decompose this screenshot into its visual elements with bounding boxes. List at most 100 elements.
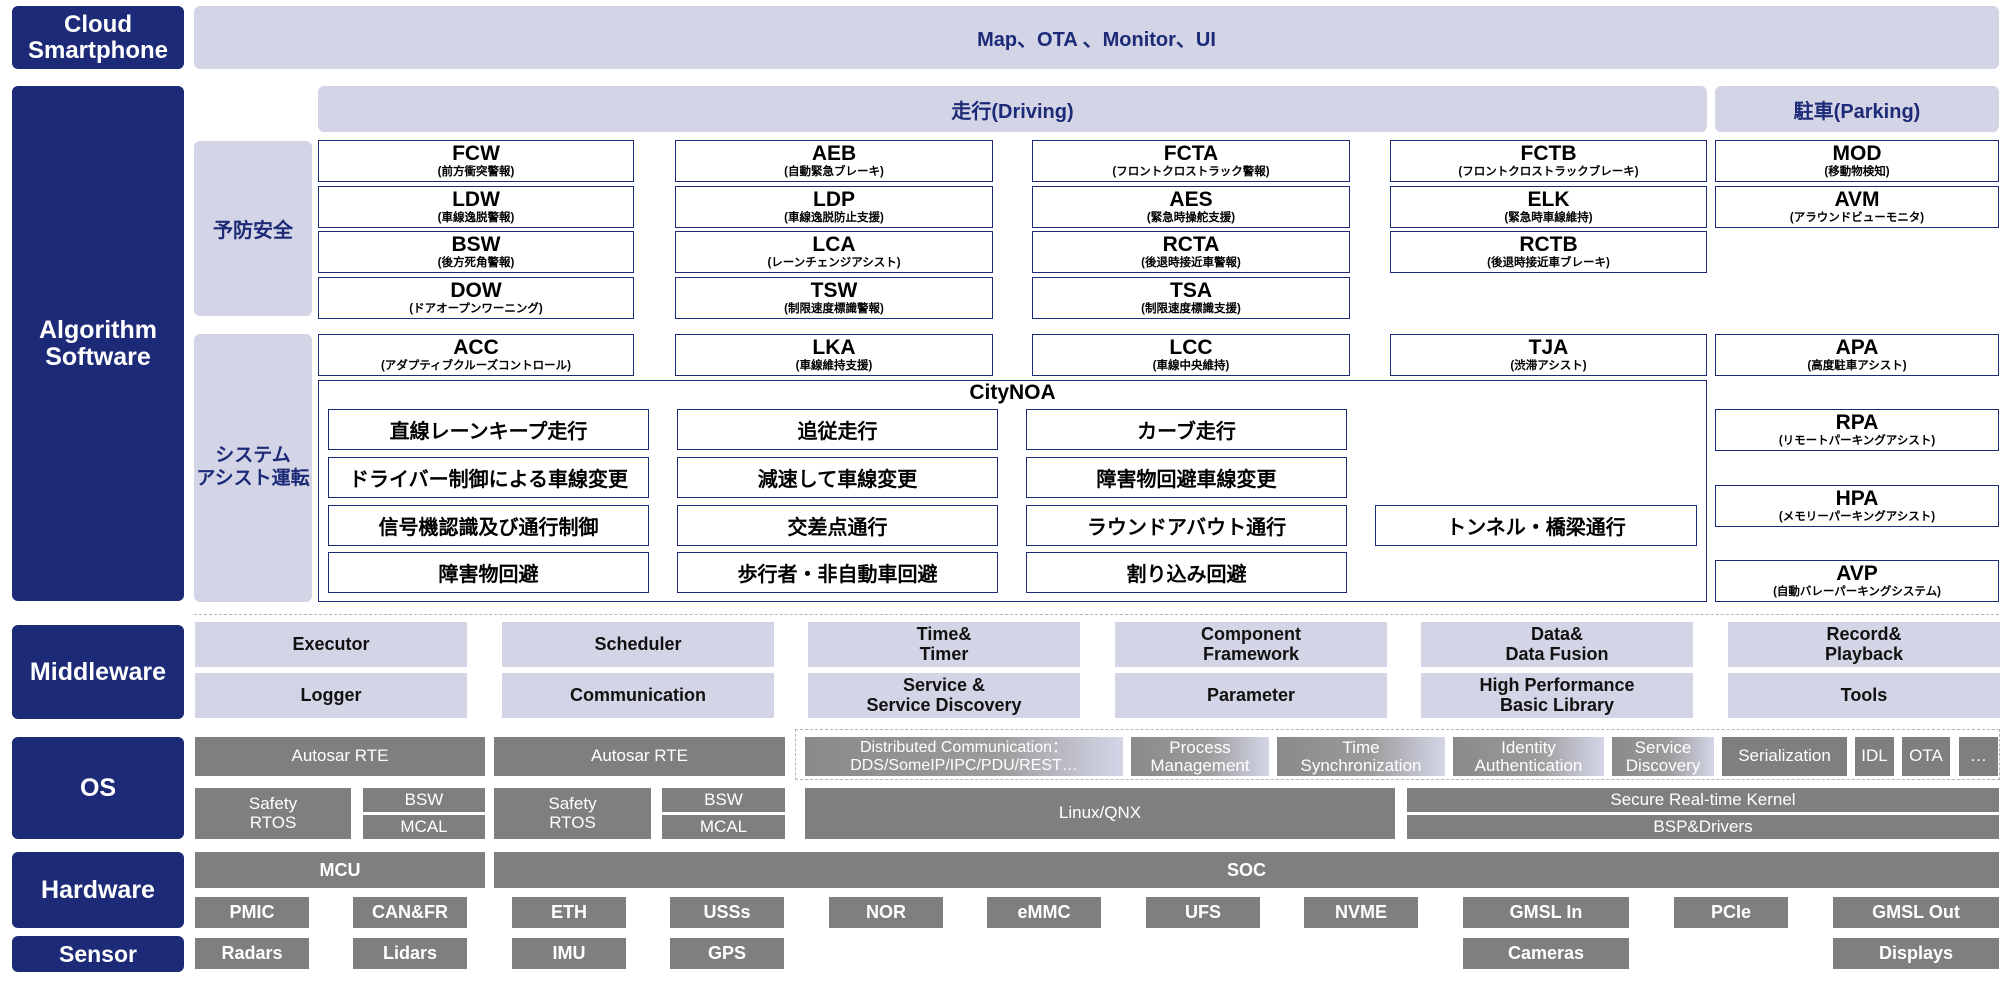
os-services-dashed-frame [795, 729, 2000, 780]
citynoa-item: ラウンドアバウト通行 [1026, 505, 1347, 546]
category-preventive-safety: 予防安全 [194, 141, 312, 316]
safety-feature-aeb: AEB(自動緊急ブレーキ) [675, 140, 993, 182]
os-linux-qnx: Linux/QNX [805, 788, 1395, 839]
safety-feature-fctb: FCTB(フロントクロストラックブレーキ) [1390, 140, 1707, 182]
hardware-chip: USSs [670, 897, 784, 928]
feature-code: APA [1835, 336, 1879, 360]
safety-feature-lca: LCA(レーンチェンジアシスト) [675, 231, 993, 273]
hardware-chip: UFS [1146, 897, 1260, 928]
os-service: Time Synchronization [1277, 737, 1445, 776]
cloud-services-band: Map、OTA 、Monitor、UI [194, 6, 1999, 69]
safety-feature-rctb: RCTB(後退時接近車ブレーキ) [1390, 231, 1707, 273]
feature-description: (フロントクロストラック警報) [1112, 166, 1270, 179]
driving-header: 走行(Driving) [318, 86, 1707, 132]
safety-feature-tsw: TSW(制限速度標識警報) [675, 277, 993, 319]
middleware-module: Scheduler [502, 622, 774, 667]
category-system-assist: システム アシスト運転 [194, 334, 312, 602]
middleware-module: Service & Service Discovery [808, 673, 1080, 718]
os-service: Serialization [1722, 737, 1847, 776]
citynoa-item: トンネル・橋梁通行 [1375, 505, 1697, 546]
feature-code: AVP [1836, 562, 1878, 586]
safety-feature-dow: DOW(ドアオープンワーニング) [318, 277, 634, 319]
citynoa-item: 減速して車線変更 [677, 457, 998, 498]
feature-description: (ドアオープンワーニング) [409, 303, 543, 316]
feature-description: (前方衝突警報) [437, 166, 515, 179]
hardware-chip: GMSL In [1463, 897, 1629, 928]
safety-feature-aes: AES(緊急時操舵支援) [1032, 186, 1350, 228]
os-autosar-rte: Autosar RTE [494, 737, 785, 776]
citynoa-item: 割り込み回避 [1026, 552, 1347, 593]
feature-description: (アラウンドビューモニタ) [1789, 212, 1925, 225]
layer-os: OS [12, 737, 184, 839]
feature-description: (制限速度標識支援) [1141, 303, 1241, 316]
citynoa-item: 交差点通行 [677, 505, 998, 546]
hardware-chip: eMMC [987, 897, 1101, 928]
feature-description: (移動物検知) [1824, 166, 1890, 179]
os-service: Process Management [1131, 737, 1269, 776]
feature-code: LDW [452, 188, 500, 212]
assist-feature-apa: APA(高度駐車アシスト) [1715, 334, 1999, 376]
feature-description: (車線逸脱警報) [437, 212, 515, 225]
feature-description: (後退時接近車ブレーキ) [1487, 257, 1610, 270]
feature-description: (渋滞アシスト) [1510, 360, 1587, 373]
citynoa-item: ドライバー制御による車線変更 [328, 457, 649, 498]
feature-description: (緊急時車線維持) [1504, 212, 1593, 225]
feature-code: LKA [812, 336, 856, 360]
sensor-item: GPS [670, 938, 784, 969]
parking-feature-hpa: HPA(メモリーパーキングアシスト) [1715, 485, 1999, 527]
hardware-mcu: MCU [195, 852, 485, 888]
sensor-item: Lidars [353, 938, 467, 969]
citynoa-item: カーブ走行 [1026, 409, 1347, 450]
os-mcal: MCAL [363, 815, 485, 839]
feature-description: (後方死角警報) [437, 257, 515, 270]
middleware-module: Time& Timer [808, 622, 1080, 667]
feature-description: (フロントクロストラックブレーキ) [1458, 166, 1639, 179]
os-mcal: MCAL [662, 815, 785, 839]
citynoa-item: 信号機認識及び通行制御 [328, 505, 649, 546]
feature-description: (アダプティブクルーズコントロール) [380, 360, 572, 373]
safety-feature-ldw: LDW(車線逸脱警報) [318, 186, 634, 228]
os-safety-rtos: Safety RTOS [195, 788, 351, 839]
feature-description: (リモートパーキングアシスト) [1778, 435, 1936, 448]
feature-code: RCTA [1162, 233, 1220, 257]
divider-algorithm-middleware [194, 614, 1999, 615]
middleware-module: Data& Data Fusion [1421, 622, 1693, 667]
layer-algorithm-software: Algorithm Software [12, 86, 184, 601]
sensor-item: IMU [512, 938, 626, 969]
feature-description: (後退時接近車警報) [1141, 257, 1241, 270]
feature-code: BSW [451, 233, 501, 257]
feature-code: AES [1169, 188, 1213, 212]
hardware-chip: NOR [829, 897, 943, 928]
middleware-module: High Performance Basic Library [1421, 673, 1693, 718]
feature-code: FCW [452, 142, 500, 166]
os-service: Identity Authentication [1453, 737, 1604, 776]
citynoa-item: 歩行者・非自動車回避 [677, 552, 998, 593]
hardware-chip: PCIe [1674, 897, 1788, 928]
os-safety-rtos: Safety RTOS [494, 788, 651, 839]
middleware-module: Record& Playback [1728, 622, 2000, 667]
feature-code: RPA [1835, 411, 1879, 435]
feature-description: (車線中央維持) [1152, 360, 1230, 373]
safety-feature-fcw: FCW(前方衝突警報) [318, 140, 634, 182]
citynoa-title: CityNOA [969, 381, 1056, 404]
layer-sensor: Sensor [12, 936, 184, 972]
middleware-module: Executor [195, 622, 467, 667]
citynoa-item: 障害物回避 [328, 552, 649, 593]
feature-code: DOW [450, 279, 502, 303]
parking-feature-avp: AVP(自動バレーパーキングシステム) [1715, 560, 1999, 602]
hardware-chip: ETH [512, 897, 626, 928]
hardware-chip: NVME [1304, 897, 1418, 928]
middleware-module: Logger [195, 673, 467, 718]
feature-code: FCTB [1520, 142, 1577, 166]
feature-description: (レーンチェンジアシスト) [767, 257, 901, 270]
feature-code: FCTA [1163, 142, 1219, 166]
feature-code: ACC [453, 336, 499, 360]
hardware-chip: PMIC [195, 897, 309, 928]
safety-feature-avm: AVM(アラウンドビューモニタ) [1715, 186, 1999, 228]
hardware-chip: CAN&FR [353, 897, 467, 928]
parking-feature-rpa: RPA(リモートパーキングアシスト) [1715, 409, 1999, 451]
citynoa-item: 障害物回避車線変更 [1026, 457, 1347, 498]
safety-feature-tsa: TSA(制限速度標識支援) [1032, 277, 1350, 319]
hardware-soc: SOC [494, 852, 1999, 888]
layer-hardware: Hardware [12, 852, 184, 928]
